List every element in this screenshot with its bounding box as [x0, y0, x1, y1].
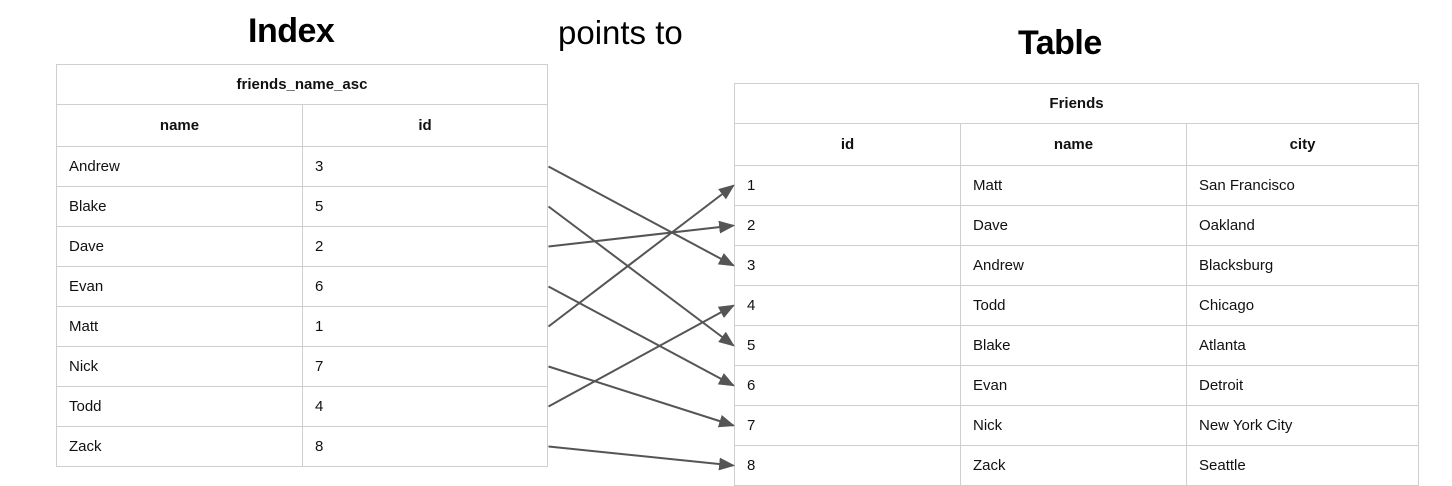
index-column-header-name: name — [56, 104, 303, 147]
friends-name: Friends — [733, 83, 1420, 124]
friends-cell-city: Oakland — [1185, 205, 1420, 246]
index-cell-name: Nick — [56, 346, 303, 387]
friends-cell-city: Chicago — [1185, 285, 1420, 326]
index-cell-id: 3 — [302, 146, 548, 187]
index-cell-id: 4 — [302, 386, 548, 427]
index-cell-id: 1 — [302, 306, 548, 347]
friends-cell-name: Todd — [960, 285, 1187, 326]
index-cell-id: 2 — [302, 226, 548, 267]
friends-cell-city: Blacksburg — [1185, 245, 1420, 286]
friends-cell-id: 7 — [734, 405, 961, 446]
pointer-arrow-Nick-to-7 — [548, 365, 736, 428]
friends-cell-id: 8 — [734, 445, 961, 486]
index-cell-id: 8 — [302, 426, 548, 467]
pointer-arrow-Zack-to-8 — [548, 445, 736, 471]
friends-cell-name: Blake — [960, 325, 1187, 366]
index-column-header-id: id — [302, 104, 548, 147]
friends-cell-city: Detroit — [1185, 365, 1420, 406]
index-title: Index — [248, 12, 335, 50]
friends-cell-name: Dave — [960, 205, 1187, 246]
pointer-arrow-Todd-to-4 — [548, 304, 735, 408]
points-to-label: points to — [558, 14, 683, 51]
index-cell-name: Blake — [56, 186, 303, 227]
friends-cell-id: 6 — [734, 365, 961, 406]
friends-column-header-name: name — [960, 123, 1187, 166]
index-cell-name: Matt — [56, 306, 303, 347]
friends-cell-id: 5 — [734, 325, 961, 366]
friends-table-name-row: Friends — [733, 83, 1420, 124]
friends-cell-id: 2 — [734, 205, 961, 246]
friends-cell-id: 1 — [734, 165, 961, 206]
friends-cell-name: Evan — [960, 365, 1187, 406]
friends-cell-city: San Francisco — [1185, 165, 1420, 206]
index-cell-name: Todd — [56, 386, 303, 427]
pointer-arrow-Blake-to-5 — [547, 205, 735, 347]
friends-column-header-city: city — [1185, 123, 1420, 166]
friends-column-header-id: id — [734, 123, 961, 166]
table-title: Table — [1018, 24, 1102, 62]
friends-cell-name: Nick — [960, 405, 1187, 446]
friends-cell-city: New York City — [1185, 405, 1420, 446]
index-cell-id: 6 — [302, 266, 548, 307]
index-header-row: name id — [56, 104, 548, 147]
index-cell-name: Evan — [56, 266, 303, 307]
friends-cell-city: Atlanta — [1185, 325, 1420, 366]
friends-cell-id: 4 — [734, 285, 961, 326]
index-cell-name: Dave — [56, 226, 303, 267]
friends-cell-name: Andrew — [960, 245, 1187, 286]
friends-cell-city: Seattle — [1185, 445, 1420, 486]
friends-cell-id: 3 — [734, 245, 961, 286]
pointer-arrow-Matt-to-1 — [547, 184, 735, 328]
index-cell-name: Andrew — [56, 146, 303, 187]
friends-cell-name: Zack — [960, 445, 1187, 486]
friends-header-row: id name city — [734, 123, 1420, 166]
index-table-name-row: friends_name_asc — [56, 64, 548, 105]
pointer-arrow-Evan-to-6 — [548, 285, 735, 387]
pointer-arrow-Dave-to-2 — [548, 220, 736, 248]
index-name: friends_name_asc — [56, 64, 548, 105]
index-cell-id: 5 — [302, 186, 548, 227]
index-cell-name: Zack — [56, 426, 303, 467]
pointer-arrow-Andrew-to-3 — [548, 165, 735, 267]
index-cell-id: 7 — [302, 346, 548, 387]
friends-cell-name: Matt — [960, 165, 1187, 206]
